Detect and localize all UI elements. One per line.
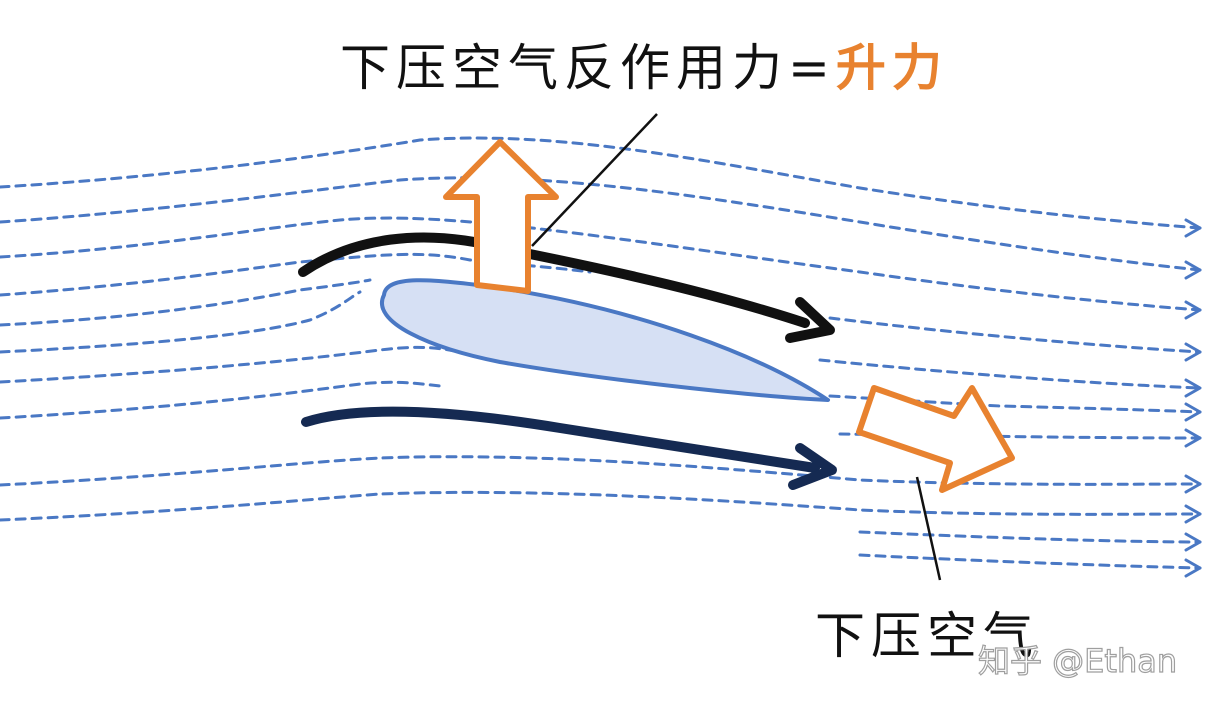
streamline-13 [0,455,1202,487]
right-down-arrow-icon [856,385,1015,493]
streamline-1 [0,136,1202,230]
streamline-arrowhead-12 [1184,428,1202,448]
streamlines [0,136,1202,578]
streamline-arrowhead-15 [1184,532,1202,552]
streamline-16 [858,553,1202,570]
upper-flow-arrowhead [785,297,835,343]
streamline-arrowhead-9 [1184,378,1202,398]
streamline-6 [0,290,362,354]
streamline-14 [0,490,1202,522]
title-accent-text: 升力 [835,39,948,97]
downwash-leader-line [915,476,942,581]
downwash-label: 下压空气 [815,607,1039,665]
streamline-arrowhead-14 [1184,504,1202,524]
streamline-3 [0,216,1202,312]
streamline-5 [0,278,372,327]
watermark: 知乎 @Ethan [977,641,1178,680]
streamline-9 [818,358,1202,390]
airfoil [380,278,830,402]
lower-flow-arrowhead [788,443,837,490]
streamline-arrowhead-2 [1184,260,1202,280]
streamline-8 [0,345,462,384]
streamline-2 [0,176,1202,272]
diagram-title: 下压空气反作用力=升力 [340,28,948,100]
streamline-7 [828,316,1202,354]
streamline-arrowhead-1 [1184,218,1202,238]
title-main-text: 下压空气反作用力= [340,39,836,97]
title-leader-line [531,113,658,247]
streamline-arrowhead-7 [1184,342,1202,362]
streamline-arrowhead-16 [1184,558,1202,578]
streamline-10 [0,380,442,420]
streamline-arrowhead-11 [1184,402,1202,422]
streamline-arrowhead-13 [1184,474,1202,494]
streamline-arrowhead-3 [1184,300,1202,320]
up-arrow-icon [443,139,559,294]
streamline-15 [858,530,1202,544]
lower-flow-arrow [301,406,820,473]
